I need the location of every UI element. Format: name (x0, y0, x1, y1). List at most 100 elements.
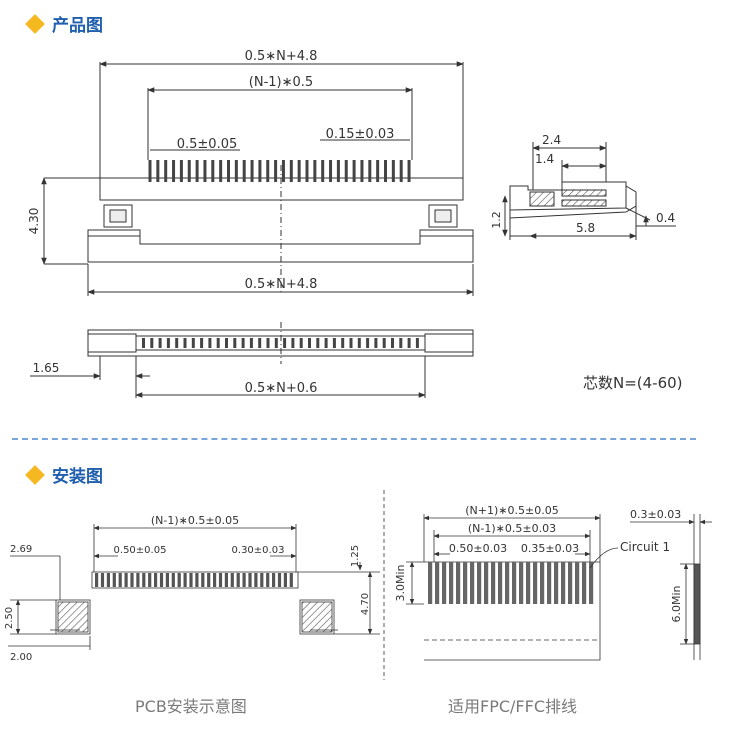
connector-side-view (502, 142, 676, 240)
install-section-title: 安装图 (25, 462, 103, 487)
pcb-dim-269: 2.69 (10, 544, 32, 555)
bottom-pin (291, 338, 295, 348)
fpc-thickness: 0.3±0.03 (630, 508, 681, 521)
pcb-pad (195, 573, 199, 587)
dim-pitch-span: (N-1)∗0.5 (249, 75, 313, 90)
pcb-pad (266, 573, 270, 587)
bottom-pin (166, 338, 170, 348)
connector-pin (219, 160, 223, 182)
connector-pin (297, 160, 301, 182)
bottom-pin (266, 338, 270, 348)
install-title: 安装图 (52, 467, 103, 487)
fpc-trace (575, 562, 580, 604)
pcb-pad (260, 573, 264, 587)
connector-pin (305, 160, 309, 182)
connector-pin (329, 160, 333, 182)
connector-pin (321, 160, 325, 182)
pcb-pad (189, 573, 193, 587)
fpc-trace (589, 562, 594, 604)
fpc-trace (498, 562, 503, 604)
bottom-pin (225, 338, 228, 348)
bottom-pin (366, 338, 370, 348)
connector-pin (368, 160, 372, 182)
pcb-pad (254, 573, 258, 587)
pcb-pads (95, 573, 293, 587)
connector-pin (344, 160, 348, 182)
pcb-pad (230, 573, 234, 587)
fpc-trace (512, 562, 517, 604)
pcb-pad (165, 573, 169, 587)
fpc-trace (505, 562, 510, 604)
pcb-pad (95, 573, 99, 587)
bottom-pin (332, 338, 336, 348)
connector-pin (281, 160, 285, 182)
pcb-pad (118, 573, 122, 587)
fpc-trace (463, 562, 468, 604)
pcb-span: (N-1)∗0.5±0.05 (151, 514, 239, 527)
bottom-pin (249, 338, 253, 348)
connector-front-view (41, 61, 474, 296)
product-title: 产品图 (52, 16, 103, 36)
connector-pin (289, 160, 293, 182)
pcb-dim-125: 1.25 (350, 545, 361, 567)
pcb-pad (272, 573, 276, 587)
pcb-pad (112, 573, 116, 587)
product-section-title: 产品图 (25, 11, 103, 36)
caption-pcb: PCB安装示意图 (135, 697, 247, 716)
pin-count-note: 芯数N=(4-60) (583, 374, 683, 392)
connector-pin (384, 160, 387, 182)
pcb-pad (183, 573, 187, 587)
connector-pin (211, 160, 215, 182)
pcb-pad-width: 0.30±0.03 (232, 545, 285, 556)
bottom-pin (241, 338, 245, 348)
bottom-pin (150, 338, 154, 348)
connector-pins (148, 160, 411, 182)
bottom-pin (349, 338, 353, 348)
pcb-dim-200: 2.00 (10, 652, 32, 663)
fpc-layout (406, 514, 712, 661)
connector-pin (274, 160, 278, 182)
pcb-pad (201, 573, 205, 587)
fpc-trace (449, 562, 454, 604)
fpc-trace (456, 562, 461, 604)
fpc-trace (561, 562, 566, 604)
connector-pin (164, 160, 168, 182)
section-divider (12, 438, 696, 440)
bottom-pin (407, 338, 411, 348)
bottom-pin (391, 338, 394, 348)
connector-pin (391, 160, 395, 182)
bottom-pin (341, 338, 345, 348)
pcb-pad (159, 573, 164, 587)
connector-pin (360, 160, 364, 182)
bottom-pin (283, 338, 287, 348)
bottom-pin (216, 338, 220, 348)
connector-pin (313, 160, 317, 182)
pcb-pad (277, 573, 282, 587)
pcb-pad (218, 573, 223, 587)
connector-pin (399, 160, 403, 182)
fpc-trace (519, 562, 524, 604)
pcb-pad (242, 573, 246, 587)
fpc-span: (N-1)∗0.5±0.03 (468, 522, 556, 535)
dim-bottom-left: 1.65 (33, 361, 60, 375)
pcb-pad (106, 573, 110, 587)
side-dim-04: 0.4 (656, 211, 675, 225)
pcb-pad (236, 573, 240, 587)
fpc-trace (526, 562, 531, 604)
bottom-pin (208, 338, 212, 348)
connector-pin (376, 160, 380, 182)
pcb-dim-250: 2.50 (4, 607, 15, 629)
connector-pin (187, 160, 191, 182)
connector-pin (258, 160, 262, 182)
fpc-trace (484, 562, 489, 604)
fpc-trace (554, 562, 559, 604)
pcb-pad (142, 573, 146, 587)
pcb-pad (213, 573, 217, 587)
fpc-trace (470, 562, 475, 604)
side-dim-12: 1.2 (490, 211, 503, 229)
bottom-pin (357, 338, 361, 348)
bottom-pin (274, 338, 278, 348)
pcb-pad (100, 573, 105, 587)
fpc-dim-30min: 3.0Min (394, 564, 407, 601)
connector-bottom-view (30, 322, 474, 398)
